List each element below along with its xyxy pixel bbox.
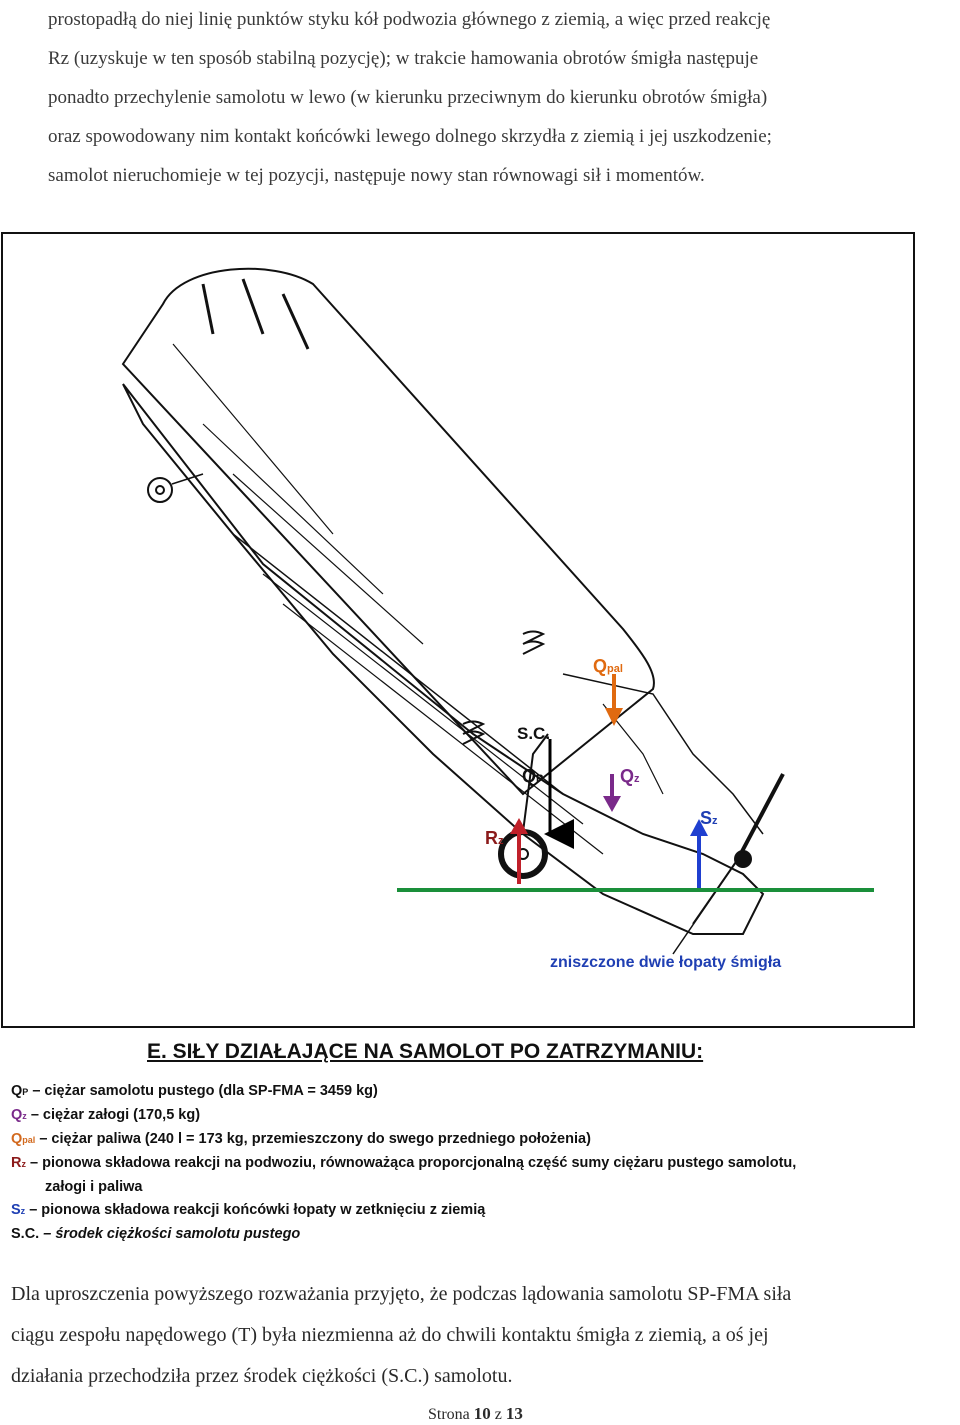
sc-label: S.C. bbox=[517, 724, 551, 743]
intro-line: ponadto przechylenie samolotu w lewo (w … bbox=[48, 87, 768, 108]
closing-paragraph: Dla uproszczenia powyższego rozważania p… bbox=[11, 1274, 959, 1397]
legend-row-sz: Sz – pionowa składowa reakcji końcówki ł… bbox=[11, 1202, 486, 1218]
destroyed-propeller-label: zniszczone dwie łopaty śmigła bbox=[550, 954, 782, 971]
intro-line: prostopadłą do niej linię punktów styku … bbox=[48, 9, 771, 30]
intro-line: Rz (uzyskuje w ten sposób stabilną pozyc… bbox=[48, 48, 759, 69]
aircraft-drawing bbox=[121, 267, 874, 955]
legend-row-qz: Qz – ciężar załogi (170,5 kg) bbox=[11, 1107, 201, 1123]
figure-caption: E. SIŁY DZIAŁAJĄCE NA SAMOLOT PO ZATRZYM… bbox=[147, 1040, 704, 1063]
rz-label: Rz bbox=[485, 828, 504, 848]
fuselage-outline bbox=[122, 383, 765, 935]
sz-label: Sz bbox=[700, 808, 718, 828]
legend-row-qp: QP – ciężar samolotu pustego (dla SP-FMA… bbox=[11, 1083, 378, 1099]
propeller-blade bbox=[736, 773, 785, 860]
page-footer: Strona 10 z 13 bbox=[428, 1404, 523, 1423]
intro-line: oraz spowodowany nim kontakt końcówki le… bbox=[48, 126, 772, 147]
legend-row-rz: Rz – pionowa składowa reakcji na podwozi… bbox=[11, 1155, 797, 1171]
aircraft-force-diagram: Qpal S.C. QP Qz Rz Sz zniszczone dwie ło… bbox=[1, 232, 915, 1028]
main-wheel bbox=[498, 829, 548, 879]
legend: QP – ciężar samolotu pustego (dla SP-FMA… bbox=[11, 1080, 941, 1246]
qpal-label: Qpal bbox=[593, 656, 623, 676]
legend-row-sc: S.C. – środek ciężkości samolotu pustego bbox=[11, 1226, 301, 1242]
legend-row-rz-cont: załogi i paliwa bbox=[45, 1179, 143, 1195]
qp-label: QP bbox=[522, 766, 544, 786]
closing-line: Dla uproszczenia powyższego rozważania p… bbox=[11, 1283, 792, 1305]
closing-line: ciągu zespołu napędowego (T) była niezmi… bbox=[11, 1324, 769, 1346]
closing-line: działania przechodziła przez środek cięż… bbox=[11, 1365, 513, 1387]
upper-wing-outline bbox=[121, 267, 655, 796]
legend-row-qpal: Qpal – ciężar paliwa (240 l = 173 kg, pr… bbox=[11, 1131, 591, 1147]
qz-label: Qz bbox=[620, 766, 640, 786]
intro-line: samolot nieruchomieje w tej pozycji, nas… bbox=[48, 165, 705, 186]
intro-paragraph: prostopadłą do niej linię punktów styku … bbox=[48, 0, 960, 195]
